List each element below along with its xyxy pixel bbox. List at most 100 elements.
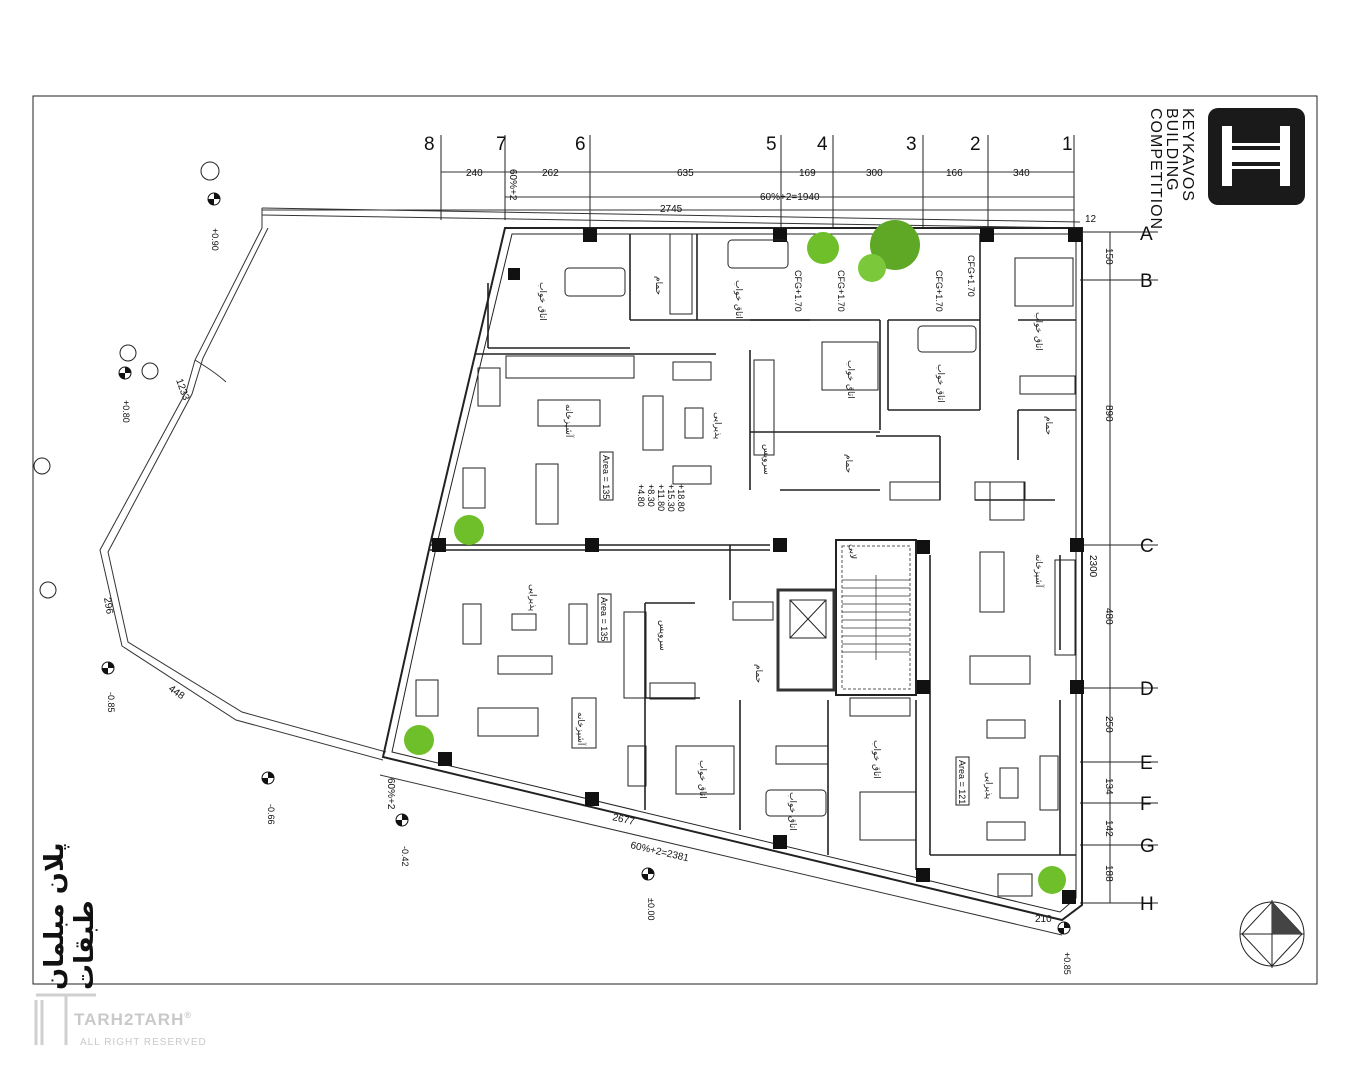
tree-icon bbox=[404, 725, 434, 755]
grid-row-C: C bbox=[1140, 536, 1154, 557]
svg-text:CFG+1.70: CFG+1.70 bbox=[836, 270, 846, 312]
svg-text:سرویس: سرویس bbox=[657, 620, 667, 651]
grid-col-3: 3 bbox=[906, 134, 917, 155]
logo-line: KEYKAVOS bbox=[1179, 108, 1196, 202]
grid-labels-columns: 8 7 6 5 4 3 2 1 bbox=[424, 134, 1073, 155]
logo-icon bbox=[1208, 108, 1305, 205]
dim-166: 166 bbox=[946, 168, 963, 179]
tree-icon bbox=[807, 232, 839, 264]
svg-text:±0.00: ±0.00 bbox=[646, 898, 656, 920]
site-boundary bbox=[99, 207, 1081, 761]
dim-142: 142 bbox=[1103, 820, 1114, 837]
dim-2300: 2300 bbox=[1087, 555, 1098, 578]
svg-text:-0.42: -0.42 bbox=[400, 846, 410, 867]
dim-635: 635 bbox=[677, 168, 694, 179]
svg-text:اتاق خواب: اتاق خواب bbox=[537, 282, 547, 321]
level-marker: +0.80 bbox=[118, 366, 132, 423]
top-dimensions: 240 60%+2 262 635 169 300 166 340 60%+2=… bbox=[262, 168, 1074, 215]
grid-col-2: 2 bbox=[970, 134, 981, 155]
svg-text:حمام: حمام bbox=[753, 664, 763, 683]
svg-text:اتاق خواب: اتاق خواب bbox=[1033, 312, 1043, 351]
grid-row-H: H bbox=[1140, 894, 1154, 915]
grid-col-5: 5 bbox=[766, 134, 777, 155]
svg-text:پذیرایی: پذیرایی bbox=[983, 772, 993, 800]
grid-row-G: G bbox=[1140, 836, 1155, 857]
level-marker: -0.66 bbox=[261, 771, 276, 825]
svg-text:اتاق خواب: اتاق خواب bbox=[733, 280, 743, 319]
svg-text:-0.85: -0.85 bbox=[106, 692, 116, 713]
level-marker: -0.85 bbox=[101, 661, 116, 713]
level-marker: +0.90 bbox=[207, 192, 221, 251]
tree-icon bbox=[454, 515, 484, 545]
grid-col-8: 8 bbox=[424, 134, 435, 155]
dim-480: 480 bbox=[1103, 608, 1114, 625]
svg-text:+0.90: +0.90 bbox=[210, 228, 220, 251]
level-markers: +0.90 +0.80 -0.85 -0.66 -0.42 ±0.00 +0.8… bbox=[101, 192, 1072, 975]
level-marker: ±0.00 bbox=[641, 867, 656, 920]
dim-262: 262 bbox=[542, 168, 559, 179]
svg-text:+11.80: +11.80 bbox=[656, 484, 666, 511]
logo-line: BUILDING bbox=[1163, 108, 1180, 192]
area-tag: Area = 121 bbox=[957, 760, 967, 804]
dim-7: 60%+2 bbox=[507, 169, 518, 201]
svg-text:+0.85: +0.85 bbox=[1062, 952, 1072, 975]
svg-text:حمام: حمام bbox=[653, 276, 663, 295]
watermark-brand-text: TARH2TARH bbox=[74, 1010, 185, 1029]
competition-title: KEYKAVOS BUILDING COMPETITION bbox=[1147, 108, 1196, 408]
svg-text:CFG+1.70: CFG+1.70 bbox=[966, 255, 976, 297]
svg-text:اتاق خواب: اتاق خواب bbox=[871, 740, 881, 779]
plan-title: پلان مبلمان طبقات bbox=[40, 842, 100, 990]
watermark-sub: ALL RIGHT RESERVED bbox=[80, 1037, 207, 1048]
grid-row-E: E bbox=[1140, 753, 1153, 774]
svg-text:اتاق خواب: اتاق خواب bbox=[845, 360, 855, 399]
dim-1233: 1233 bbox=[173, 377, 191, 402]
level-marker: +0.85 bbox=[1057, 921, 1072, 975]
svg-text:پذیرایی: پذیرایی bbox=[712, 412, 722, 440]
svg-text:+8.30: +8.30 bbox=[646, 484, 656, 507]
watermark-brand: TARH2TARH® bbox=[74, 1010, 192, 1030]
sheet-border bbox=[32, 95, 1318, 985]
right-dimensions: 150 890 2300 480 250 134 142 188 210 12 bbox=[1035, 214, 1114, 925]
dim-340: 340 bbox=[1013, 168, 1030, 179]
dim-2745: 2745 bbox=[660, 204, 683, 215]
svg-text:CFG+1.70: CFG+1.70 bbox=[793, 270, 803, 312]
svg-text:+4.80: +4.80 bbox=[636, 484, 646, 507]
grid-col-7: 7 bbox=[496, 134, 507, 155]
logo-line: COMPETITION bbox=[1147, 108, 1164, 231]
svg-text:اتاق خواب: اتاق خواب bbox=[697, 760, 707, 799]
dim-250: 250 bbox=[1103, 716, 1114, 733]
dim-296: 296 bbox=[101, 597, 115, 616]
interior-walls bbox=[430, 234, 1076, 870]
svg-text:لابی: لابی bbox=[847, 544, 857, 559]
dim-150: 150 bbox=[1103, 248, 1114, 265]
level-stack: +18.80 +15.30 +11.80 +8.30 +4.80 bbox=[636, 484, 686, 512]
trees bbox=[404, 220, 1066, 894]
dim-210: 210 bbox=[1035, 914, 1052, 925]
registered-mark: ® bbox=[184, 1010, 193, 1020]
dim-300: 300 bbox=[866, 168, 883, 179]
dim-12: 12 bbox=[1085, 214, 1097, 225]
area-tag: Area = 135 bbox=[601, 455, 611, 499]
grid-col-4: 4 bbox=[817, 134, 828, 155]
structural-columns bbox=[432, 228, 1084, 904]
svg-text:-0.66: -0.66 bbox=[266, 804, 276, 825]
room-labels: اتاق خواب اتاق خواب اتاق خواب اتاق خواب … bbox=[527, 276, 1053, 831]
dim-134: 134 bbox=[1103, 778, 1114, 795]
svg-text:اتاق خواب: اتاق خواب bbox=[935, 364, 945, 403]
svg-text:حمام: حمام bbox=[843, 454, 853, 473]
svg-text:CFG+1.70: CFG+1.70 bbox=[934, 270, 944, 312]
watermark-logo-icon bbox=[34, 993, 96, 1045]
dim-1940: 60%+2=1940 bbox=[760, 192, 820, 203]
grid-lines-rows bbox=[1080, 231, 1158, 904]
north-arrow-icon bbox=[1239, 900, 1305, 968]
svg-text:حمام: حمام bbox=[1043, 416, 1053, 435]
area-tag: Area = 135 bbox=[599, 597, 609, 641]
grid-lines-columns bbox=[440, 135, 1075, 232]
svg-text:آشپزخانه: آشپزخانه bbox=[575, 712, 587, 746]
site-markers bbox=[33, 161, 220, 599]
dim-169: 169 bbox=[799, 168, 816, 179]
dim-890: 890 bbox=[1103, 405, 1114, 422]
svg-text:+18.80: +18.80 bbox=[676, 484, 686, 512]
tree-icon bbox=[1038, 866, 1066, 894]
